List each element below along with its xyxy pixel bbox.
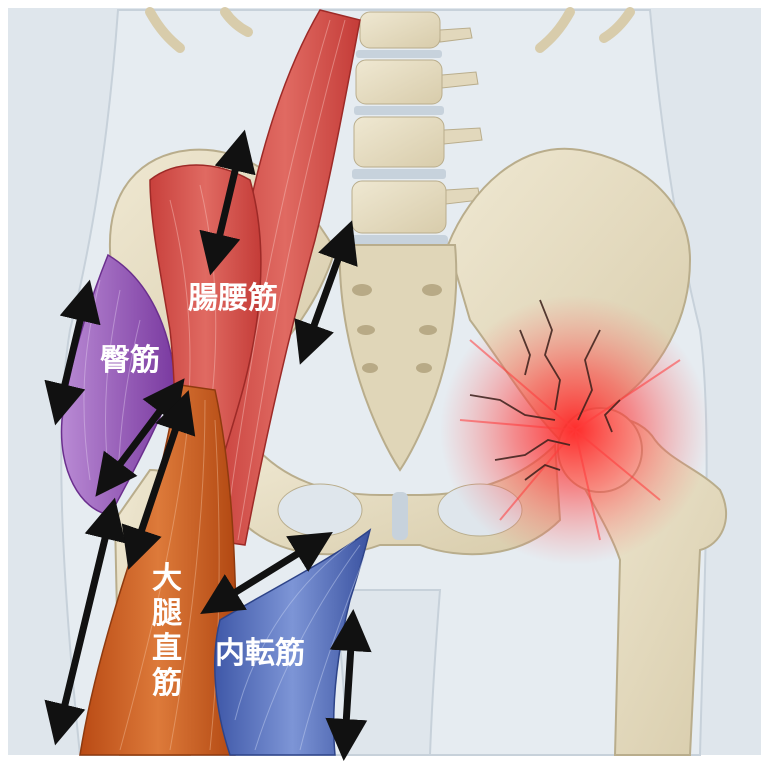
gluteus-label: 臀筋: [100, 343, 160, 378]
iliopsoas-label: 腸腰筋: [188, 281, 278, 316]
rectus-femoris-label: 大腿直筋: [152, 561, 182, 701]
rectus-femoris-label-char: 大: [152, 561, 182, 596]
rectus-femoris-label-char: 腿: [152, 596, 182, 631]
rectus-femoris-label-char: 筋: [152, 666, 182, 701]
rectus-femoris-label-char: 直: [152, 631, 182, 666]
hip-fracture-pain-icon: [440, 295, 710, 565]
adductor-label: 内転筋: [215, 636, 305, 671]
